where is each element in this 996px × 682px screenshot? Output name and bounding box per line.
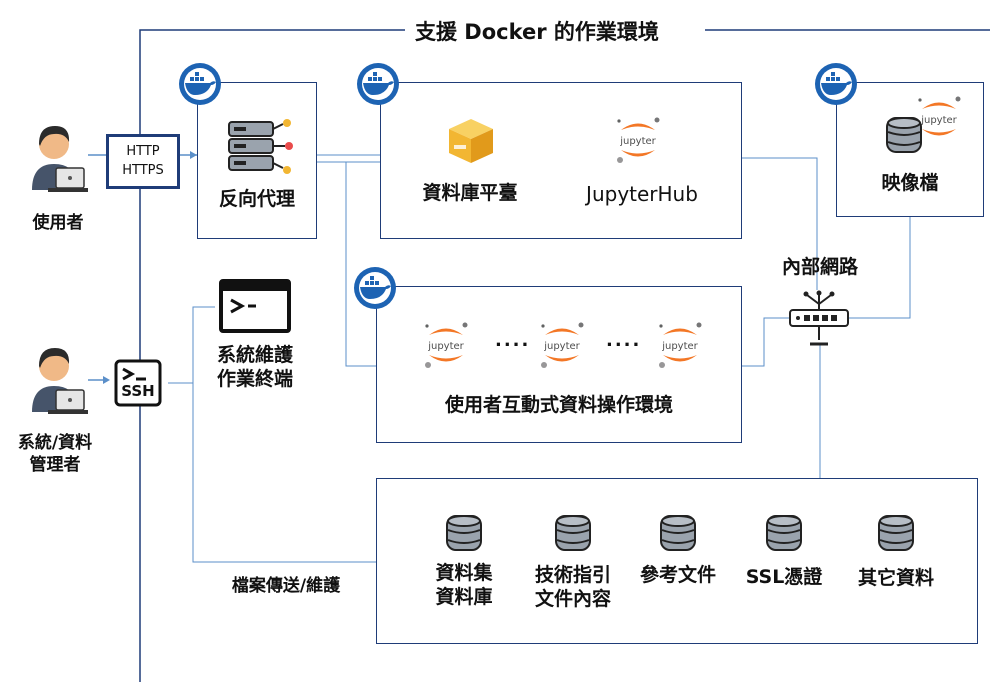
storage-item-label: 技術指引 文件內容 [520,564,626,612]
storage-item-label: SSL憑證 [745,566,823,588]
environment-title: 支援 Docker 的作業環境 [405,16,669,46]
terminal-label-line1: 系統維護 [216,344,293,366]
ssh-terminal-icon: SSH [112,358,164,408]
jupyter-logo-text: jupyter [661,341,698,352]
internal-network-label: 內部網路 [781,256,858,278]
database-icon [766,515,802,551]
jupyter-logo-text: jupyter [427,341,464,352]
database-icon [878,515,914,551]
jupyter-logo-icon: jupyter [918,96,961,136]
reverse-proxy-label: 反向代理 [218,188,295,210]
storage-box [376,478,978,644]
admin-label: 系統/資料 管理者 [10,432,100,476]
database-icon [660,515,696,551]
network-switch-icon [789,290,849,346]
platform-box [380,82,742,239]
protocol-http: HTTP [126,144,160,159]
server-rack-icon [228,119,293,174]
docker-icon [354,267,396,309]
database-icon [446,515,482,551]
jupyter-logo-text: jupyter [920,115,957,126]
jupyter-logo-icon: jupyter [617,117,660,163]
database-platform-box-icon [449,119,493,163]
docker-icon [179,63,221,105]
jupyter-logo-icon: jupyter [659,322,702,368]
storage-item-label: 其它資料 [857,567,934,589]
jupyter-logo-text: jupyter [543,341,580,352]
terminal-label: 系統維護 作業終端 [200,344,310,392]
file-transfer-label: 檔案傳送/維護 [231,576,341,596]
jupyter-logo-text: jupyter [619,136,656,147]
admin-label-line2: 管理者 [29,455,81,476]
storage-item-label: 參考文件 [639,564,716,586]
image-database-icon [886,117,922,153]
ellipsis-dots: .... [606,330,642,351]
admin-icon [32,348,88,414]
ellipsis-dots: .... [495,330,531,351]
interactive-env-box [376,286,742,443]
storage-item-line1: 資料集 [435,562,493,584]
storage-item-line2: 資料庫 [435,585,493,608]
protocol-box: HTTP HTTPS [106,134,180,189]
terminal-label-line2: 作業終端 [216,367,293,390]
docker-icon [357,63,399,105]
terminal-window-icon [219,279,291,333]
jupyterhub-label: JupyterHub [586,182,698,206]
storage-item-line2: 文件內容 [534,587,611,610]
jupyter-logo-icon: jupyter [541,322,584,368]
ssh-label: SSH [121,382,155,400]
database-icon [555,515,591,551]
user-label: 使用者 [32,213,84,233]
storage-item-line1: 技術指引 [534,564,611,586]
docker-icon [815,63,857,105]
admin-label-line1: 系統/資料 [17,433,93,453]
protocol-https: HTTPS [122,163,164,178]
database-platform-label: 資料庫平臺 [422,182,518,204]
image-label: 映像檔 [881,172,939,194]
interactive-env-label: 使用者互動式資料操作環境 [444,394,673,416]
storage-item-label: 資料集 資料庫 [416,562,512,610]
user-icon [32,126,88,192]
jupyter-logo-icon: jupyter [425,322,468,368]
